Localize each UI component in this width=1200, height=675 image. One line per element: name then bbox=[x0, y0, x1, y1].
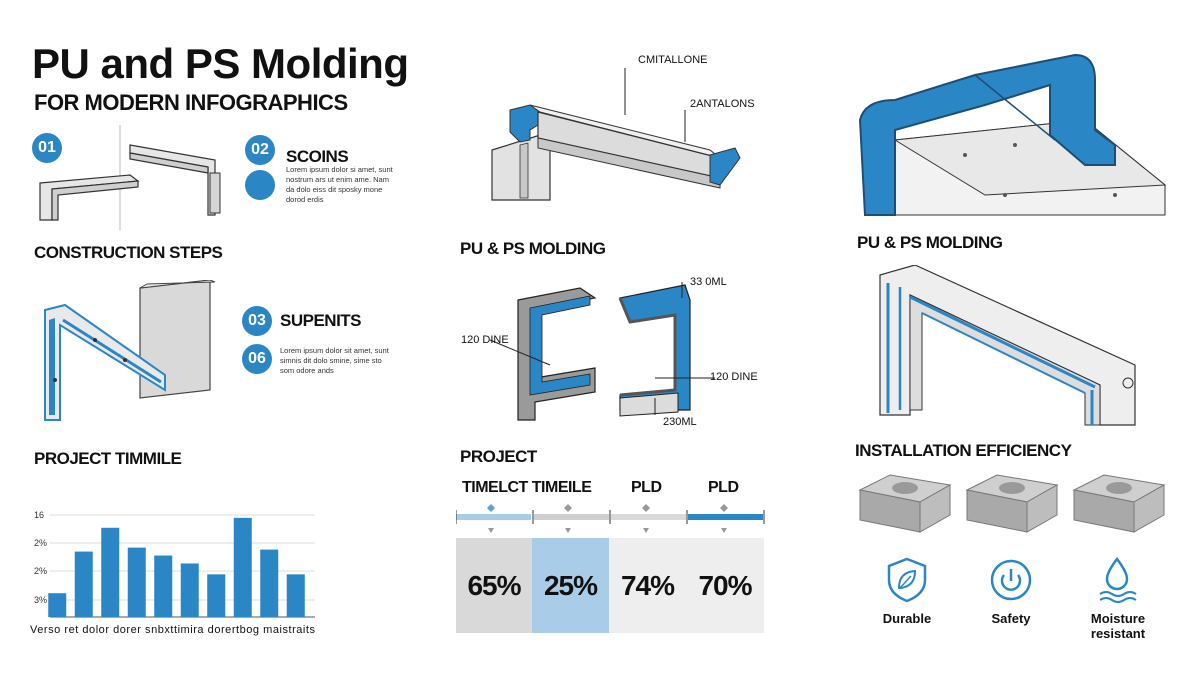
water-drop-icon bbox=[1099, 556, 1137, 603]
timeline-bar bbox=[456, 504, 765, 533]
step-number-03: 03 bbox=[242, 306, 272, 336]
bar bbox=[207, 574, 226, 617]
pu-ps-molding-heading-right: PU & PS MOLDING bbox=[857, 233, 1003, 252]
timeline-cell-1: 65% bbox=[456, 538, 532, 633]
timeline-header-1: TIMELCT TIMEILE bbox=[462, 479, 592, 496]
page-title: PU and PS Molding bbox=[32, 40, 409, 87]
bar bbox=[233, 517, 252, 617]
y-tick-label: 2% bbox=[34, 538, 47, 548]
feature-label-durable: Durable bbox=[882, 611, 932, 626]
y-tick-label: 16 bbox=[34, 510, 44, 520]
timeline-cell-2: 25% bbox=[532, 538, 609, 633]
x-axis-label: Verso ret dolor dorer snbxttimira dorert… bbox=[30, 624, 315, 636]
blocks-illustration bbox=[858, 474, 1166, 533]
shield-leaf-icon bbox=[887, 557, 927, 603]
step-06-text: Lorem ipsum dolor sit amet, sunt simnis … bbox=[280, 346, 389, 375]
bar bbox=[74, 551, 93, 617]
feature-label-moisture: Moisture resistant bbox=[1090, 611, 1146, 641]
step-number-06: 06 bbox=[242, 344, 272, 374]
corner-molding-illustration bbox=[858, 53, 1167, 216]
timeline-header-2: PLD bbox=[631, 479, 662, 496]
step-02-dot bbox=[245, 170, 275, 200]
callout-top-2: 2ANTALONS bbox=[690, 98, 755, 110]
bar-chart: 16 2% 2% 3% Verso ret dolor dorer snbxttimir… bbox=[30, 510, 315, 636]
page-subtitle: FOR MODERN INFOGRAPHICS bbox=[34, 90, 348, 115]
y-tick-label: 2% bbox=[34, 566, 47, 576]
bar bbox=[101, 527, 120, 617]
pu-ps-molding-heading-center: PU & PS MOLDING bbox=[460, 239, 606, 258]
callout-top-1: CMITALLONE bbox=[638, 54, 708, 66]
block-2 bbox=[965, 474, 1059, 533]
bar bbox=[180, 563, 199, 617]
callout-profile-left: 120 DINE bbox=[461, 334, 509, 346]
bar bbox=[286, 574, 305, 617]
block-1 bbox=[858, 474, 952, 533]
timeline-cell-3: 74% bbox=[609, 538, 686, 633]
block-3 bbox=[1072, 474, 1166, 533]
construction-steps-heading: CONSTRUCTION STEPS bbox=[34, 243, 223, 262]
step-02-text: Lorem ipsum dolor si amet, sunt nostrum … bbox=[286, 165, 393, 204]
project-timeline-heading: PROJECT TIMMILE bbox=[34, 449, 182, 468]
molding-profile-illustration bbox=[491, 68, 741, 201]
step-03-label: SUPENITS bbox=[280, 311, 362, 330]
installation-efficiency-heading: INSTALLATION EFFICIENCY bbox=[855, 441, 1072, 460]
step-02-label: SCOINS bbox=[286, 147, 349, 166]
feature-label-safety: Safety bbox=[991, 611, 1031, 626]
callout-profile-top: 33 0ML bbox=[690, 276, 727, 288]
callout-profile-right: 120 DINE bbox=[710, 371, 758, 383]
bar bbox=[154, 555, 173, 617]
timeline-header-3: PLD bbox=[708, 479, 739, 496]
callout-profile-bottom: 230ML bbox=[663, 416, 697, 428]
timeline-cell-4: 70% bbox=[686, 538, 764, 633]
bar bbox=[260, 549, 279, 617]
cross-section-illustration bbox=[489, 282, 715, 421]
y-tick-label: 3% bbox=[34, 595, 47, 605]
step-number-01: 01 bbox=[32, 133, 62, 163]
project-heading: PROJECT bbox=[460, 447, 537, 466]
bar bbox=[127, 547, 146, 617]
step-number-02: 02 bbox=[245, 135, 275, 165]
construction-illustration bbox=[44, 280, 216, 421]
frame-molding-illustration bbox=[879, 265, 1136, 426]
bar bbox=[48, 593, 67, 617]
power-icon bbox=[990, 559, 1032, 601]
step-01-illustration bbox=[39, 125, 221, 230]
